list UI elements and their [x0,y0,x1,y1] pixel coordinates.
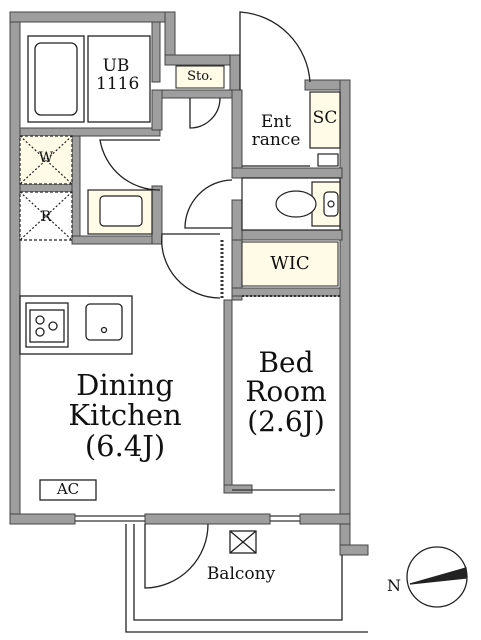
refrigerator-space [19,191,73,241]
washer-space [19,135,73,185]
toilet-room [241,177,341,231]
bedroom-label: Bed Room (2.6J) [232,346,340,438]
unit-bath-name: UB [102,56,130,76]
ac-box [39,479,97,501]
interior-lines [75,240,340,522]
unit-bath-label: UB 1116 [96,56,140,94]
balcony-label: Balcony [206,564,276,584]
balcony [125,524,368,633]
kitchen-counter [19,295,133,355]
bedroom-line3: (2.6J) [247,404,325,438]
walls [9,11,369,556]
entrance-fixtures [242,91,341,167]
washer-label: W [38,150,54,166]
dining-kitchen-line3: (6.4J) [84,428,166,463]
bedroom-line2: Room [245,375,327,409]
compass-north-label: N [387,576,401,595]
dining-kitchen-line1: Dining [76,368,174,402]
refrigerator-label: R [40,209,52,225]
unit-bath-fixtures [27,35,151,123]
washbasin [87,189,153,235]
storage-label: Sto. [187,69,213,84]
compass-icon [406,546,468,608]
dining-kitchen-line2: Kitchen [68,398,182,433]
entrance-line2: rance [251,129,301,150]
dining-kitchen-label: Dining Kitchen (6.4J) [40,368,210,463]
wic-area [241,241,339,287]
entrance-line1: Ent [260,112,292,132]
shoe-closet-label: SC [312,108,338,128]
storage-box [175,65,225,89]
unit-bath-size: 1116 [96,73,140,94]
door-swings [99,11,311,589]
wic-label: WIC [270,253,310,274]
entrance-label: Ent rance [244,112,308,150]
bedroom-line1: Bed [258,346,314,379]
ac-label: AC [56,480,80,498]
